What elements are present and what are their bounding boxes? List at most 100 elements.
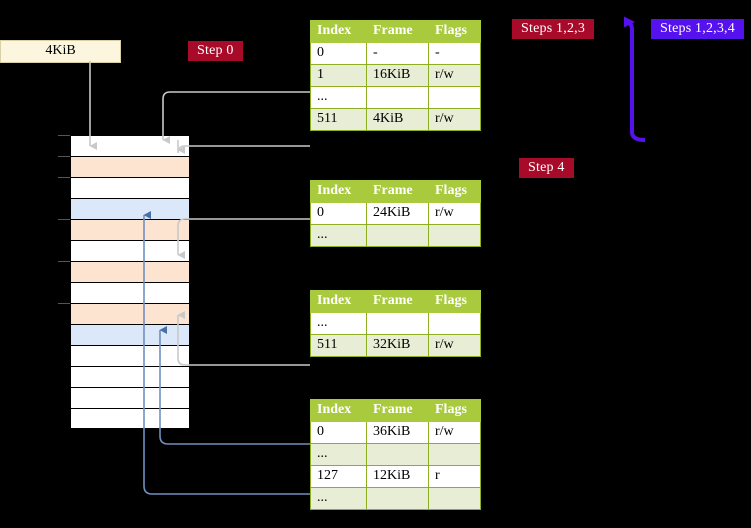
badge-steps-123: Steps 1,2,3 <box>512 19 595 39</box>
cell-index: ... <box>310 86 367 109</box>
memory-cell-4 <box>70 219 190 240</box>
table-row: ... <box>310 224 481 247</box>
cell-index: 511 <box>310 108 367 131</box>
cell-flags <box>428 312 481 335</box>
badge-steps-1234-label: Steps 1,2,3,4 <box>660 21 735 36</box>
memory-cell-8 <box>70 303 190 324</box>
badge-step-0: Step 0 <box>188 41 243 61</box>
cell-flags: - <box>428 42 481 65</box>
cell-index: 0 <box>310 421 367 444</box>
cell-frame <box>366 86 429 109</box>
column-header-flags: Flags <box>428 290 481 313</box>
memory-cell-6 <box>70 261 190 282</box>
column-header-frame: Frame <box>366 20 429 43</box>
badge-step-4-label: Step 4 <box>528 160 565 175</box>
cell-index: 127 <box>310 465 367 488</box>
memory-cell-10 <box>70 345 190 366</box>
cell-frame: 36KiB <box>366 421 429 444</box>
column-header-frame: Frame <box>366 399 429 422</box>
connector-dot <box>477 133 482 138</box>
badge-step-4: Step 4 <box>519 158 574 178</box>
size-box-label: 4KiB <box>45 43 76 58</box>
badge-steps-123-label: Steps 1,2,3 <box>521 21 586 36</box>
column-header-flags: Flags <box>428 399 481 422</box>
arrow-steps-1234 <box>623 16 646 142</box>
memory-tick-0 <box>58 135 70 136</box>
cell-index: 0 <box>310 202 367 225</box>
cell-frame: 32KiB <box>366 334 429 357</box>
table-row: ... <box>310 487 481 510</box>
cell-index: ... <box>310 312 367 335</box>
cell-frame <box>366 443 429 466</box>
cell-index: 1 <box>310 64 367 87</box>
memory-cell-0 <box>70 135 190 156</box>
cell-flags <box>428 224 481 247</box>
memory-cell-3 <box>70 198 190 219</box>
memory-cell-9 <box>70 324 190 345</box>
table-row: ... <box>310 86 481 109</box>
badge-steps-1234: Steps 1,2,3,4 <box>651 19 744 39</box>
cell-flags: r/w <box>428 334 481 357</box>
memory-tick-4 <box>58 219 70 220</box>
cell-index: ... <box>310 487 367 510</box>
column-header-index: Index <box>310 290 367 313</box>
cell-index: ... <box>310 443 367 466</box>
memory-cell-1 <box>70 156 190 177</box>
cell-frame: 12KiB <box>366 465 429 488</box>
memory-cell-7 <box>70 282 190 303</box>
table-row: ... <box>310 443 481 466</box>
wire-l1-row511-segment <box>177 145 310 154</box>
memory-cell-11 <box>70 366 190 387</box>
cell-frame <box>366 224 429 247</box>
cell-index: ... <box>310 224 367 247</box>
memory-cell-13 <box>70 408 190 429</box>
memory-cell-2 <box>70 177 190 198</box>
table-row: 0-- <box>310 42 481 65</box>
memory-tick-1 <box>58 156 70 157</box>
cell-frame: 24KiB <box>366 202 429 225</box>
wire-l1-row1-to-memory <box>162 91 310 144</box>
cell-frame: 16KiB <box>366 64 429 87</box>
cell-frame: 4KiB <box>366 108 429 131</box>
badge-step-0-label: Step 0 <box>197 43 234 58</box>
cell-index: 511 <box>310 334 367 357</box>
physical-memory-column <box>70 135 190 429</box>
cell-index: 0 <box>310 42 367 65</box>
cell-frame <box>366 487 429 510</box>
column-header-frame: Frame <box>366 290 429 313</box>
size-box-4kib: 4KiB <box>0 40 121 63</box>
column-header-index: Index <box>310 20 367 43</box>
memory-tick-2 <box>58 177 70 178</box>
wire-l3-row511-to-memory <box>177 311 310 366</box>
column-header-index: Index <box>310 399 367 422</box>
wire-l2-row0-to-memory <box>177 218 310 259</box>
column-header-frame: Frame <box>366 180 429 203</box>
cell-flags <box>428 443 481 466</box>
cell-flags: r/w <box>428 202 481 225</box>
memory-cell-5 <box>70 240 190 261</box>
memory-cell-12 <box>70 387 190 408</box>
cell-flags: r/w <box>428 108 481 131</box>
cell-flags: r <box>428 465 481 488</box>
memory-tick-8 <box>58 303 70 304</box>
cell-flags <box>428 86 481 109</box>
table-row: ... <box>310 312 481 335</box>
column-header-index: Index <box>310 180 367 203</box>
cell-flags: r/w <box>428 64 481 87</box>
memory-tick-6 <box>58 261 70 262</box>
